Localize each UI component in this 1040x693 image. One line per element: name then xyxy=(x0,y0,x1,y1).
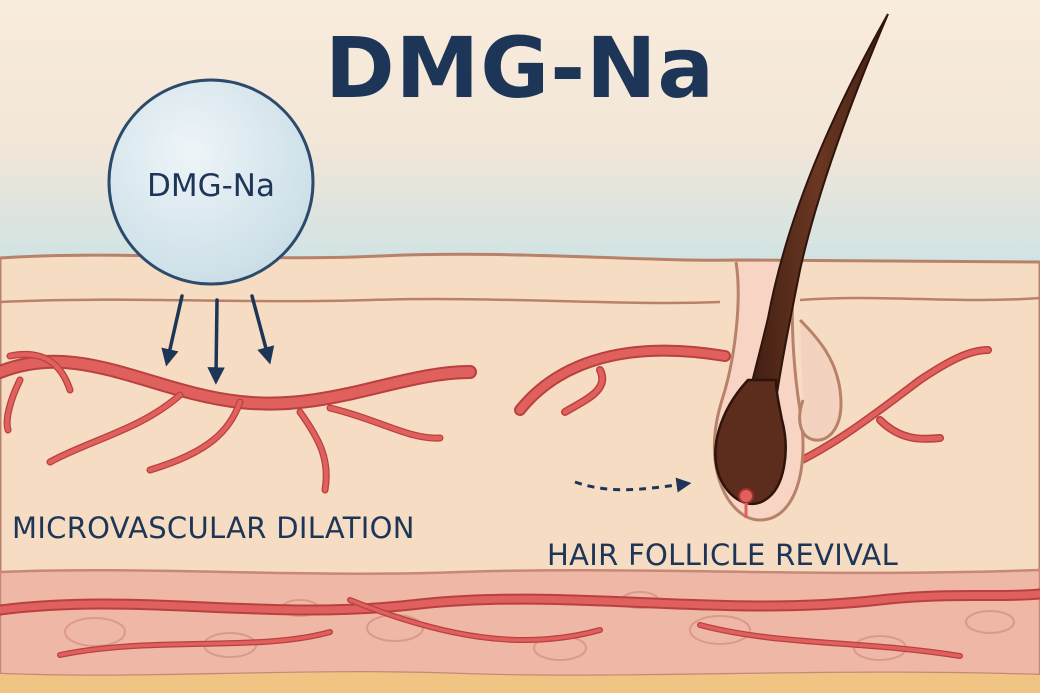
molecule-label: DMG-Na xyxy=(146,168,275,204)
dermal-papilla xyxy=(738,488,754,504)
right-blood-vessel xyxy=(514,344,992,474)
epidermis-line xyxy=(0,297,721,305)
diagram-title: DMG-Na xyxy=(324,19,716,117)
dmg-na-molecule xyxy=(107,78,315,286)
arrow-down-left xyxy=(161,294,184,367)
epidermis-line-right xyxy=(799,296,1040,302)
deep-vessels xyxy=(0,588,1040,659)
left-blood-vessel xyxy=(0,350,477,494)
subcutaneous-layer xyxy=(0,672,1040,693)
sebaceous-gland xyxy=(798,318,843,442)
arrow-down-right xyxy=(250,294,275,365)
hair-follicle-revival-label: HAIR FOLLICLE REVIVAL xyxy=(547,538,899,572)
arrow-down-center xyxy=(207,298,225,385)
hair-bulb xyxy=(714,378,787,506)
microvascular-dilation-label: MICROVASCULAR DILATION xyxy=(12,511,415,545)
diffusion-arrows xyxy=(161,294,275,385)
dashed-arrow-icon xyxy=(574,477,692,493)
